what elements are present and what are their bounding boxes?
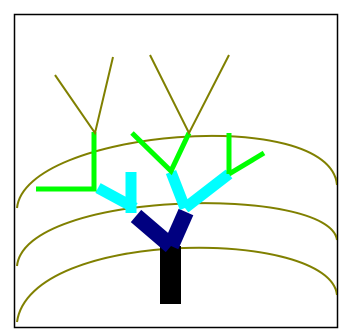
trunk [160, 246, 181, 304]
tier-4-twig-left [55, 57, 113, 133]
tier-2-branch-right-a [171, 172, 185, 208]
tier-1-branches [136, 212, 186, 246]
tier-3-branch-left [36, 132, 94, 189]
tier-3-branch-right [229, 153, 264, 174]
tier-4-branches [55, 55, 229, 133]
tier-1-branch-right [171, 212, 186, 246]
tier-4-twig-right [150, 55, 229, 133]
tier-2-branches [98, 172, 229, 213]
